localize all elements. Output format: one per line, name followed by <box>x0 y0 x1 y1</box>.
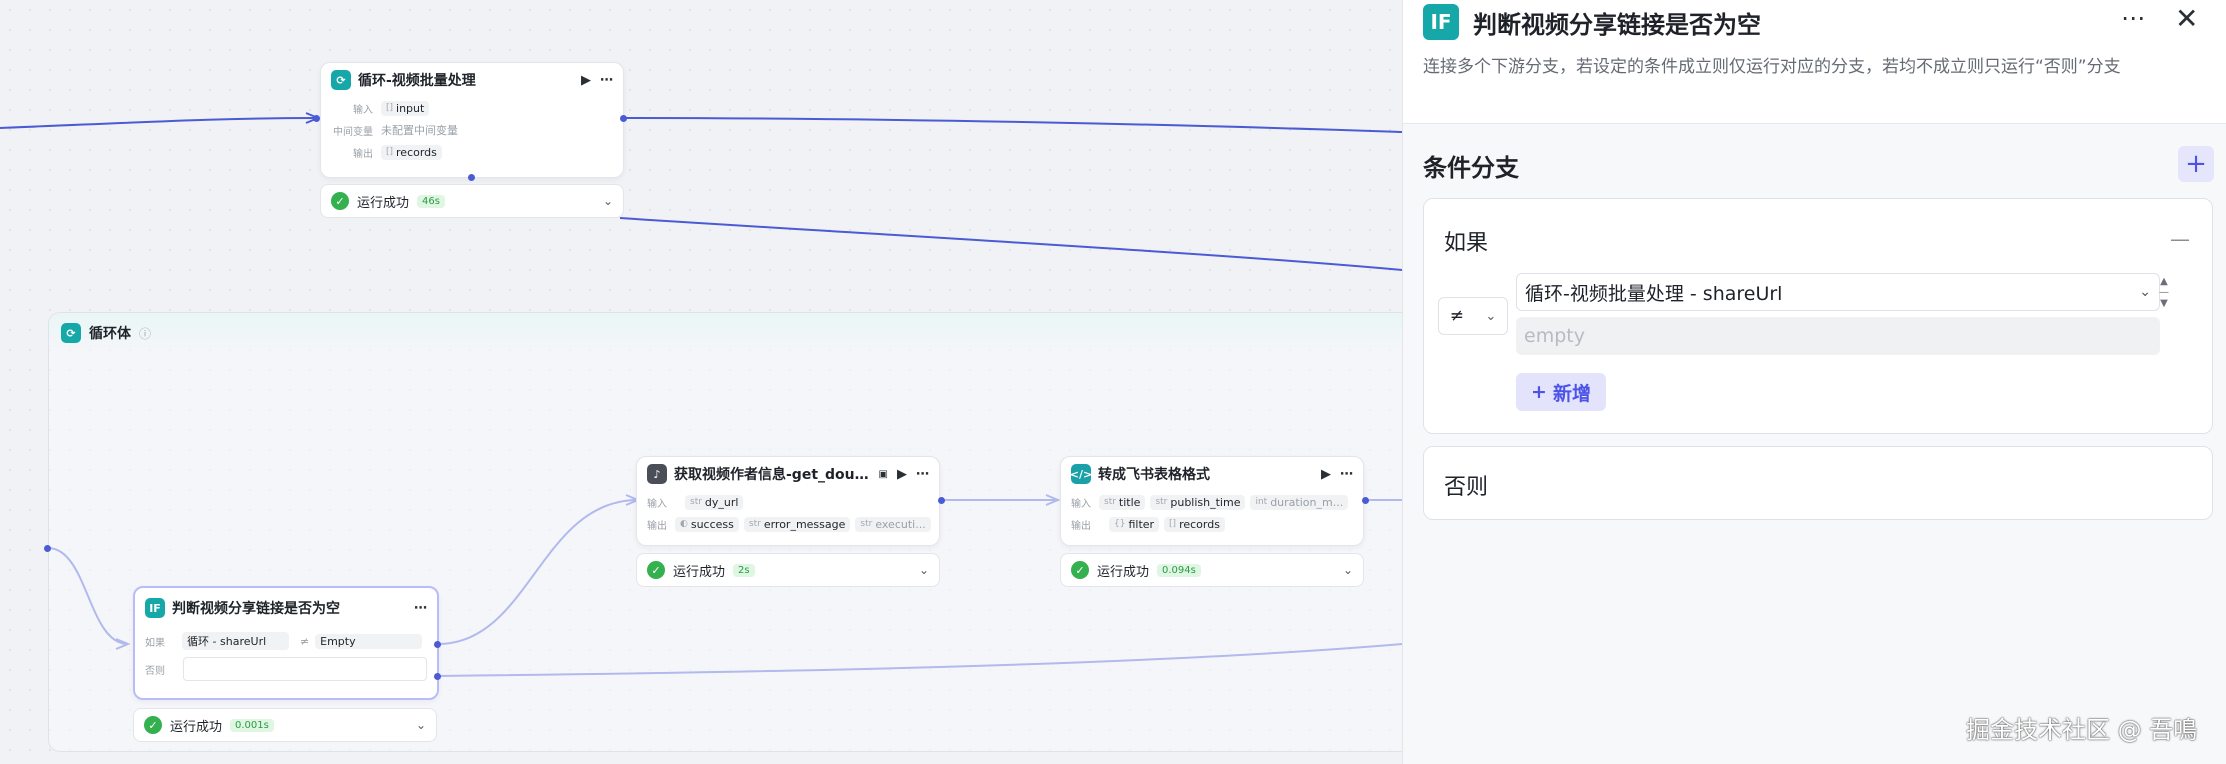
chevron-down-icon: ⌄ <box>2139 284 2151 300</box>
run-icon[interactable]: ▶ <box>581 72 591 88</box>
else-branch-card: 否则 <box>1423 446 2213 520</box>
loop-icon: ⟳ <box>331 70 351 90</box>
port-else[interactable] <box>434 673 441 680</box>
run-icon[interactable]: ▶ <box>897 466 907 482</box>
port-loop-start[interactable] <box>44 545 51 552</box>
add-condition-button[interactable]: +新增 <box>1516 373 1606 411</box>
condition-field-select[interactable]: 循环-视频批量处理 - shareUrl ⌄ <box>1516 273 2160 311</box>
panel-description: 连接多个下游分支，若设定的条件成立则仅运行对应的分支，若均不成立则只运行“否则”… <box>1423 57 2121 77</box>
watermark: 掘金技术社区 @ 吾鳴 <box>1966 716 2198 744</box>
section-title: 条件分支 <box>1423 154 1519 182</box>
success-icon: ✓ <box>647 561 665 579</box>
more-icon[interactable]: ⋯ <box>2121 4 2145 32</box>
node-config-panel: IF 判断视频分享链接是否为空 ⋯ ✕ 连接多个下游分支，若设定的条件成立则仅运… <box>1402 0 2226 764</box>
success-icon: ✓ <box>331 192 349 210</box>
success-icon: ✓ <box>1071 561 1089 579</box>
run-status[interactable]: ✓ 运行成功 2s ⌄ <box>636 553 940 587</box>
port-if[interactable] <box>434 641 441 648</box>
more-icon[interactable]: ⋯ <box>414 600 427 616</box>
port-out[interactable] <box>1362 497 1369 504</box>
plugin-badge-icon: ▣ <box>878 468 888 480</box>
loop-icon: ⟳ <box>61 323 81 343</box>
run-status[interactable]: ✓ 运行成功 0.094s ⌄ <box>1060 553 1364 587</box>
chevron-down-icon[interactable]: ⌄ <box>918 563 929 577</box>
if-node[interactable]: IF 判断视频分享链接是否为空 ⋯ 如果 循环 - shareUrl ≠ Emp… <box>133 586 439 700</box>
chevron-down-icon[interactable]: ⌄ <box>1342 563 1353 577</box>
condition-stepper[interactable]: ▲—▼ <box>2159 275 2169 309</box>
port-out[interactable] <box>938 497 945 504</box>
run-icon[interactable]: ▶ <box>1321 466 1331 482</box>
chevron-down-icon[interactable]: ⌄ <box>602 194 613 208</box>
chevron-down-icon: ⌄ <box>1485 308 1497 324</box>
if-branch-card: 如果 — ≠ ⌄ 循环-视频批量处理 - shareUrl ⌄ ▲—▼ empt… <box>1423 198 2213 434</box>
run-status[interactable]: ✓ 运行成功 46s ⌄ <box>320 184 624 218</box>
else-box <box>183 657 427 681</box>
output-tag: []records <box>381 144 442 160</box>
port-loop[interactable] <box>468 174 475 181</box>
operator-select[interactable]: ≠ ⌄ <box>1438 297 1508 335</box>
node-title: 循环-视频批量处理 <box>358 73 476 89</box>
more-icon[interactable]: ⋯ <box>1340 466 1353 482</box>
code-icon: </> <box>1070 464 1092 484</box>
port-in[interactable] <box>313 115 320 122</box>
info-icon[interactable]: ⓘ <box>139 326 152 341</box>
close-icon[interactable]: ✕ <box>2175 2 2199 35</box>
if-label: 如果 <box>1444 231 1489 256</box>
run-status[interactable]: ✓ 运行成功 0.001s ⌄ <box>133 708 437 742</box>
condition-value-input[interactable]: empty <box>1516 317 2160 355</box>
if-icon: IF <box>1423 4 1459 40</box>
port-out[interactable] <box>620 115 627 122</box>
else-label: 否则 <box>1444 475 1489 500</box>
chevron-down-icon[interactable]: ⌄ <box>415 718 426 732</box>
loop-batch-node[interactable]: ⟳ 循环-视频批量处理 ▶ ⋯ 输入[]input 中间变量未配置中间变量 输出… <box>320 62 624 178</box>
add-branch-button[interactable]: + <box>2178 146 2214 182</box>
more-icon[interactable]: ⋯ <box>916 466 929 482</box>
success-icon: ✓ <box>144 716 162 734</box>
panel-title[interactable]: 判断视频分享链接是否为空 <box>1473 10 1761 39</box>
more-icon[interactable]: ⋯ <box>600 72 613 88</box>
input-tag: []input <box>381 100 430 116</box>
if-icon: IF <box>145 598 165 618</box>
collapse-icon[interactable]: — <box>2170 227 2190 251</box>
workflow-canvas[interactable]: ⟳ 循环-视频批量处理 ▶ ⋯ 输入[]input 中间变量未配置中间变量 输出… <box>0 0 1402 764</box>
plugin-icon: ♪ <box>647 464 667 484</box>
